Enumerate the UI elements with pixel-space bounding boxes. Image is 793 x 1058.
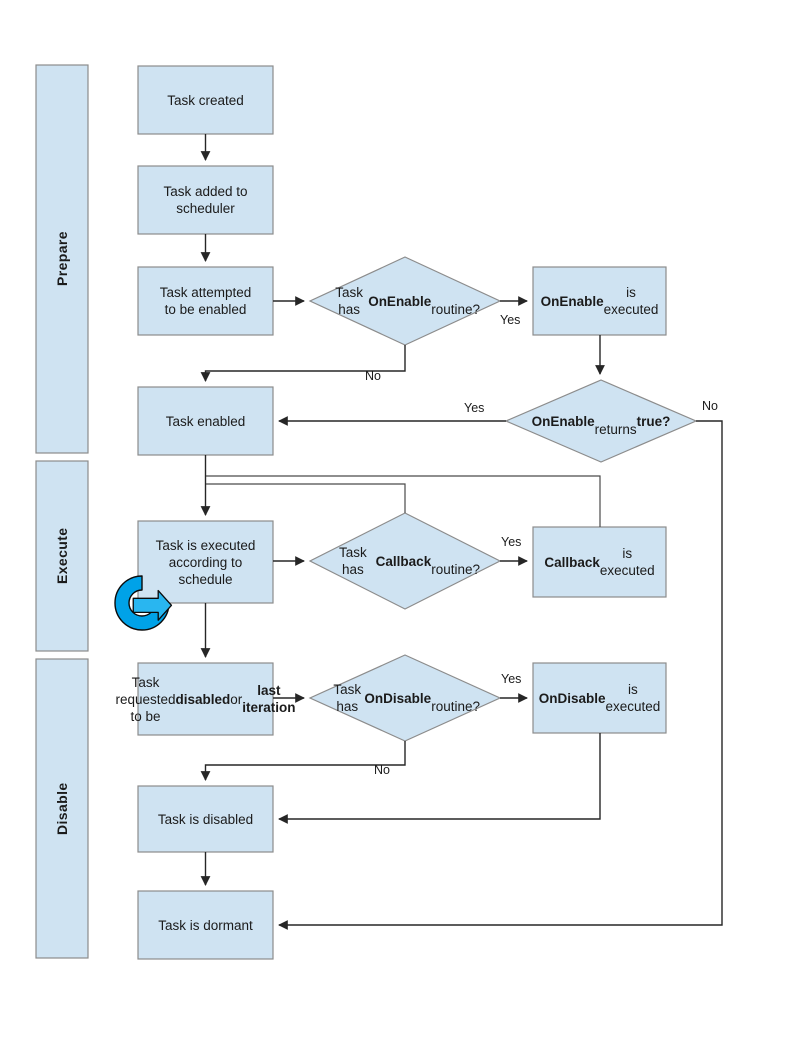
node-callback-executed [532, 526, 667, 598]
edge-label-returns-yes: Yes [464, 401, 485, 415]
edge-label-ondisable-yes: Yes [501, 672, 522, 686]
edge-ondisable-executed-to-disabled [278, 733, 601, 824]
node-has-onenable [308, 256, 502, 346]
edge-has-ondisable-no [200, 741, 406, 781]
node-task-requested [137, 662, 274, 736]
band-prepare [35, 64, 89, 454]
node-task-is-disabled [137, 785, 274, 853]
band-disable [35, 658, 89, 959]
band-label-execute: Execute [54, 527, 70, 585]
edge-label-ondisable-no: No [374, 763, 390, 777]
node-task-created [137, 65, 274, 135]
node-ondisable-executed [532, 662, 667, 734]
node-onenable-executed [532, 266, 667, 336]
node-has-callback [308, 512, 502, 610]
edge-returns-no-to-dormant [278, 420, 723, 930]
refresh-loop-icon [114, 575, 173, 631]
node-task-attempted [137, 266, 274, 336]
node-onenable-returns [504, 379, 698, 463]
edge-has-callback-no-loop [206, 483, 406, 513]
edge-label-callback-yes: Yes [501, 535, 522, 549]
edge-callback-executed-loop [206, 475, 601, 527]
edge-has-onenable-no [200, 345, 406, 382]
edge-label-returns-no: No [702, 399, 718, 413]
band-label-prepare: Prepare [54, 231, 70, 287]
node-task-added [137, 165, 274, 235]
edge-label-onenable-no: No [365, 369, 381, 383]
node-has-ondisable [308, 654, 502, 742]
node-task-enabled [137, 386, 274, 456]
band-execute [35, 460, 89, 652]
node-task-is-executed [137, 520, 274, 604]
band-label-disable: Disable [54, 782, 70, 835]
node-task-is-dormant [137, 890, 274, 960]
edge-label-onenable-yes: Yes [500, 313, 521, 327]
